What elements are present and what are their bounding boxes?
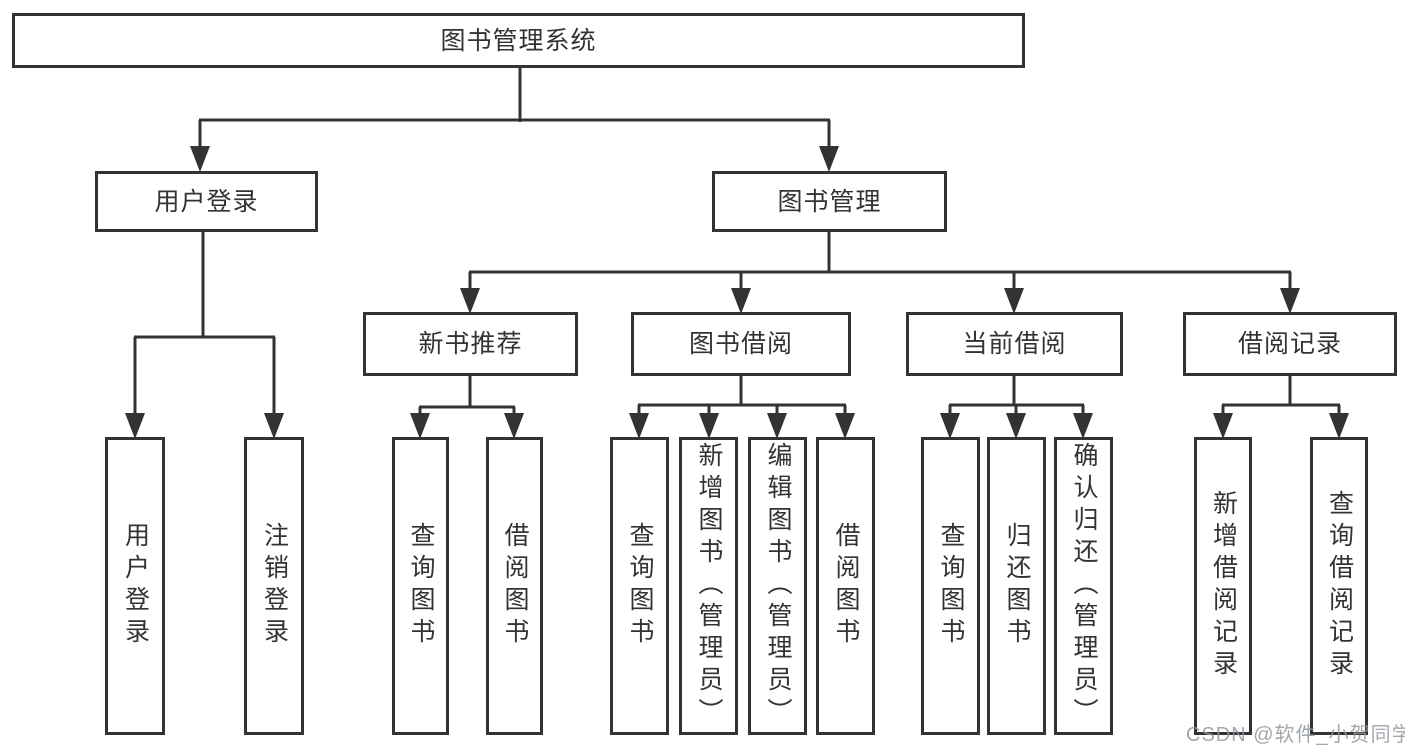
leaf-edit-book-admin: 编辑图书（管理员） <box>748 437 807 735</box>
leaf-add-borrow-record: 新增借阅记录 <box>1194 437 1252 735</box>
leaf-label: 借阅图书 <box>832 522 860 650</box>
leaf-label: 用户登录 <box>121 522 150 650</box>
leaf-label: 查询图书 <box>937 522 965 650</box>
node-book-management: 图书管理 <box>712 171 947 232</box>
csdn-watermark: CSDN @软件_小贺同学 <box>1186 724 1405 746</box>
arrow-down-icon <box>835 413 855 439</box>
leaf-label: 新增借阅记录 <box>1209 490 1238 682</box>
leaf-return-book: 归还图书 <box>987 437 1046 735</box>
node-user-login: 用户登录 <box>95 171 318 232</box>
arrow-down-icon <box>1280 288 1300 314</box>
arrow-down-icon <box>125 413 145 439</box>
leaf-label: 确认归还（管理员） <box>1070 442 1098 730</box>
arrow-down-icon <box>1213 413 1233 439</box>
leaf-confirm-return-admin: 确认归还（管理员） <box>1054 437 1113 735</box>
arrow-down-icon <box>1004 288 1024 314</box>
node-current-borrow-label: 当前借阅 <box>962 330 1067 358</box>
node-user-login-label: 用户登录 <box>154 187 259 216</box>
leaf-label: 新增图书（管理员） <box>695 442 723 730</box>
arrow-down-icon <box>1073 413 1093 439</box>
leaf-label: 查询图书 <box>626 522 654 650</box>
node-root: 图书管理系统 <box>12 13 1025 68</box>
node-new-book-recommend: 新书推荐 <box>363 312 578 376</box>
leaf-label: 查询图书 <box>407 522 435 650</box>
arrow-down-icon <box>504 413 524 439</box>
leaf-label: 注销登录 <box>260 522 289 650</box>
arrow-down-icon <box>264 413 284 439</box>
leaf-borrow-book-2: 借阅图书 <box>816 437 875 735</box>
arrow-down-icon <box>940 413 960 439</box>
arrow-down-icon <box>699 413 719 439</box>
node-borrow-record: 借阅记录 <box>1183 312 1397 376</box>
leaf-query-book-3: 查询图书 <box>921 437 980 735</box>
leaf-label: 查询借阅记录 <box>1325 490 1354 682</box>
arrow-down-icon <box>767 413 787 439</box>
node-book-borrow: 图书借阅 <box>631 312 851 376</box>
leaf-logout: 注销登录 <box>244 437 304 735</box>
node-new-book-recommend-label: 新书推荐 <box>418 330 523 358</box>
arrow-down-icon <box>460 288 480 314</box>
node-book-borrow-label: 图书借阅 <box>688 330 793 358</box>
node-borrow-record-label: 借阅记录 <box>1237 330 1342 358</box>
arrow-down-icon <box>731 288 751 314</box>
node-root-label: 图书管理系统 <box>440 26 597 55</box>
node-book-management-label: 图书管理 <box>777 187 882 216</box>
leaf-query-book-2: 查询图书 <box>610 437 669 735</box>
leaf-query-book-1: 查询图书 <box>392 437 449 735</box>
arrow-down-icon <box>819 146 839 172</box>
arrow-down-icon <box>410 413 430 439</box>
arrow-down-icon <box>629 413 649 439</box>
leaf-label: 编辑图书（管理员） <box>764 442 792 730</box>
arrow-down-icon <box>190 146 210 172</box>
arrow-down-icon <box>1329 413 1349 439</box>
leaf-label: 借阅图书 <box>501 522 529 650</box>
leaf-label: 归还图书 <box>1003 522 1031 650</box>
leaf-query-borrow-record: 查询借阅记录 <box>1310 437 1368 735</box>
arrow-down-icon <box>1006 413 1026 439</box>
leaf-user-login: 用户登录 <box>105 437 165 735</box>
leaf-borrow-book-1: 借阅图书 <box>486 437 543 735</box>
leaf-add-book-admin: 新增图书（管理员） <box>679 437 738 735</box>
connector-lines <box>133 68 1341 414</box>
node-current-borrow: 当前借阅 <box>906 312 1123 376</box>
